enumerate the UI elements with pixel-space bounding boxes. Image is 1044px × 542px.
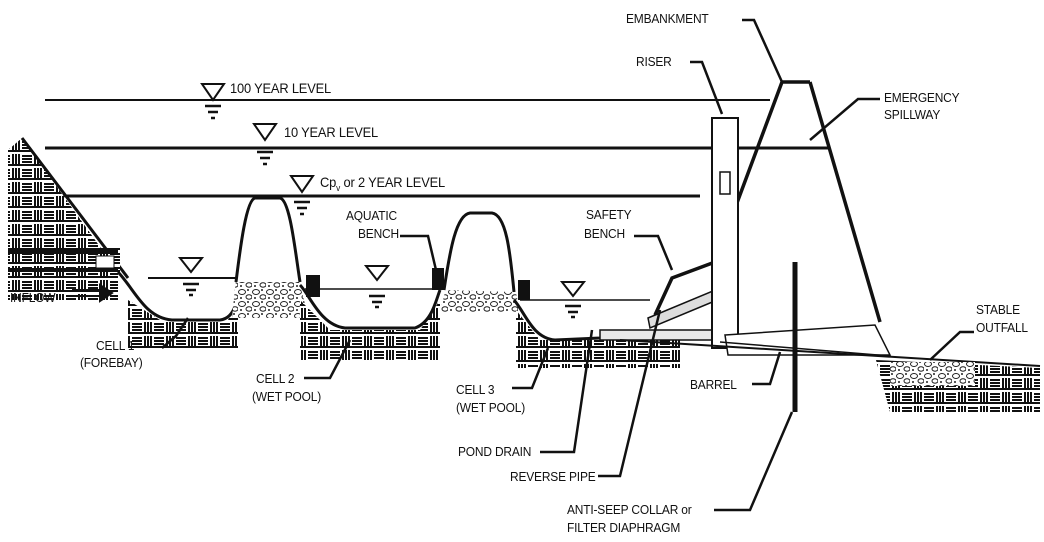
water-level-symbols	[177, 83, 587, 319]
level-cp-label: Cpv or 2 YEAR LEVEL	[320, 174, 446, 193]
cell2-label-line1: CELL 2	[256, 371, 295, 386]
embankment-label: EMBANKMENT	[626, 11, 709, 26]
pond-drain-pipe	[599, 329, 721, 341]
cell3-soil	[516, 310, 680, 368]
cell2-label-line2: (WET POOL)	[252, 389, 322, 404]
inflow-label: INFLOW	[10, 290, 56, 305]
berm2-rock-fill	[440, 288, 520, 312]
safety-bench-label-line1: SAFETY	[586, 207, 632, 222]
cell1-label-line2: (FOREBAY)	[80, 355, 143, 370]
aquatic-plants-icon	[306, 268, 530, 300]
cell2-soil	[300, 300, 440, 360]
stable-outfall-label-line1: STABLE	[976, 302, 1020, 317]
cell2-profile	[298, 283, 442, 330]
stable-outfall-label-line2: OUTFALL	[976, 320, 1028, 335]
inflow-arrow-icon	[72, 283, 114, 303]
outfall-rock	[890, 362, 975, 386]
inflow-pipe	[8, 248, 120, 272]
aquatic-bench-label-line1: AQUATIC	[346, 208, 397, 223]
cell3-label-line2: (WET POOL)	[456, 400, 526, 415]
anti-seep-label-line1: ANTI-SEEP COLLAR or	[567, 502, 692, 517]
level-100-label: 100 YEAR LEVEL	[230, 80, 332, 96]
pond-drain-label: POND DRAIN	[458, 444, 532, 459]
riser	[711, 117, 739, 349]
aquatic-bench-label-line2: BENCH	[358, 226, 399, 241]
barrel-label: BARREL	[690, 377, 737, 392]
ground-line	[619, 339, 1041, 367]
berm2	[442, 211, 516, 293]
berm1-rock-fill	[232, 278, 308, 318]
reverse-pipe-label: REVERSE PIPE	[510, 469, 596, 484]
cell3-profile	[512, 298, 613, 342]
anti-seep-label-line2: FILTER DIAPHRAGM	[567, 520, 681, 535]
cell3-label-line1: CELL 3	[456, 382, 495, 397]
emergency-spillway-label-line1: EMERGENCY	[884, 90, 960, 105]
cell1-label-line1: CELL 1	[96, 338, 135, 353]
level-10-label: 10 YEAR LEVEL	[284, 124, 379, 140]
berm1	[234, 196, 302, 283]
left-bank-soil	[8, 138, 118, 300]
riser-label: RISER	[636, 54, 672, 69]
leader-lines	[161, 18, 974, 512]
barrel	[724, 324, 892, 356]
safety-bench-label-line2: BENCH	[584, 226, 625, 241]
emergency-spillway-label-line2: SPILLWAY	[884, 107, 941, 122]
embankment-back-face	[808, 81, 882, 323]
